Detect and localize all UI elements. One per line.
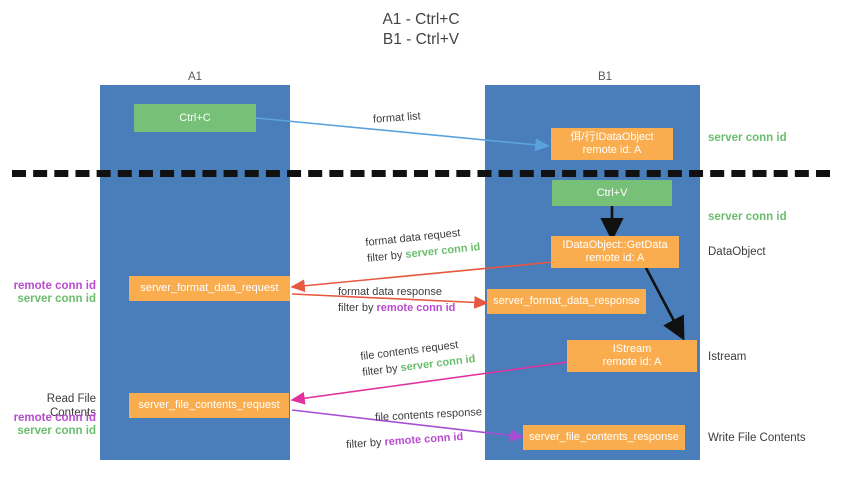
node-idataobject[interactable]: 佴/行IDataObject remote id: A (551, 128, 673, 160)
edge-label-file-contents-response-line2: filter by (345, 436, 385, 452)
node-server-file-contents-response[interactable]: server_file_contents_response (523, 425, 685, 450)
node-istream[interactable]: IStream remote id: A (567, 340, 697, 372)
edge-label-file-contents-request: file contents request filter by server c… (359, 335, 476, 381)
edge-label-format-list-line1: format list (372, 110, 422, 126)
lane-header-a1-title: A1 (187, 71, 203, 83)
edge-label-file-contents-request-line2: filter by (361, 362, 402, 379)
lane-header-b1-title: B1 (597, 71, 613, 83)
annotation-dataobject: DataObject (708, 246, 766, 258)
annotation-write-file-contents: Write File Contents (708, 432, 806, 444)
annotation-remote-conn-id-upper: remote conn id (13, 280, 96, 292)
phase-divider (12, 170, 830, 177)
edge-label-file-contents-response-line1: file contents response (374, 406, 483, 424)
node-server-format-data-response[interactable]: server_format_data_response (487, 289, 646, 314)
edge-label-format-list: format list (373, 108, 422, 127)
edge-label-format-data-response-line2: filter by (338, 302, 377, 314)
edge-label-format-data-request: format data request filter by server con… (365, 223, 481, 267)
annotation-read-file-contents: Read File Contents (46, 393, 96, 419)
edge-label-format-data-response: format data response filter by remote co… (338, 284, 455, 316)
node-server-file-contents-request[interactable]: server_file_contents_request (129, 393, 289, 418)
edge-label-format-data-response-highlight: remote conn id (376, 302, 456, 314)
edge-label-file-contents-response: file contents response (375, 404, 483, 426)
annotation-istream: Istream (708, 351, 747, 363)
annotation-server-conn-id-mid: server conn id (708, 211, 787, 223)
edge-label-file-contents-response-filter: filter by remote conn id (346, 429, 464, 453)
annotation-server-conn-id-upper: server conn id (17, 293, 96, 305)
annotation-server-conn-id-lower: server conn id (17, 425, 96, 437)
node-idataobject-getdata[interactable]: IDataObject::GetData remote id: A (551, 236, 679, 268)
edge-label-format-data-request-line2: filter by (366, 248, 407, 265)
node-ctrl-c[interactable]: Ctrl+C (134, 104, 256, 132)
annotation-remote-conn-id-lower: remote conn id (13, 412, 96, 424)
node-server-format-data-request[interactable]: server_format_data_request (129, 276, 290, 301)
page-title: A1 - Ctrl+C B1 - Ctrl+V (382, 11, 460, 48)
node-ctrl-v[interactable]: Ctrl+V (552, 180, 672, 206)
edge-label-format-data-response-line1: format data response (338, 286, 442, 298)
edge-label-file-contents-response-highlight: remote conn id (384, 430, 464, 449)
annotation-server-conn-id-top: server conn id (708, 132, 787, 144)
